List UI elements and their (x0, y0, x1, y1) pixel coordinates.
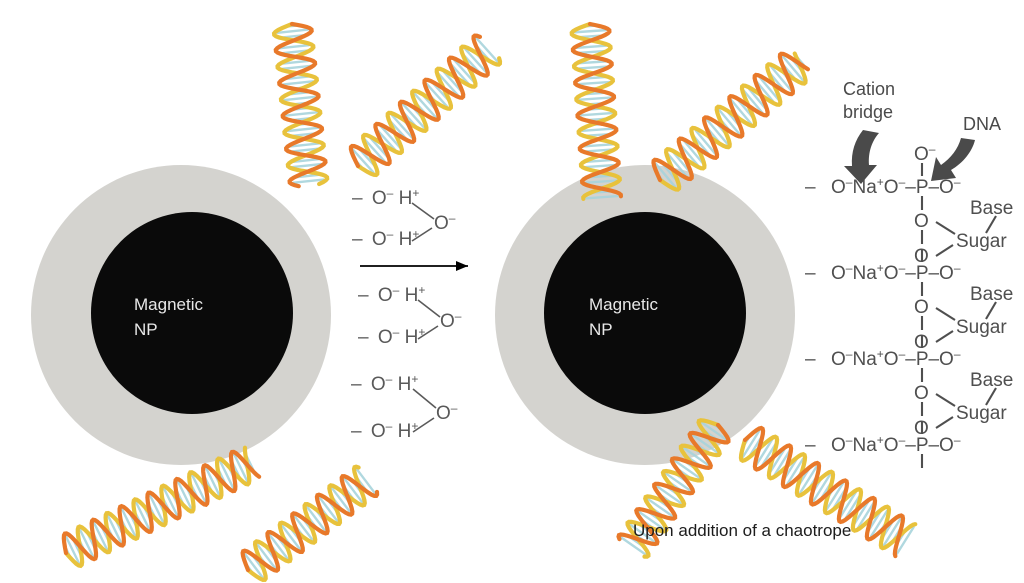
phosphate-row-3-dash: – (805, 349, 816, 370)
hydroxyl-pair-1-top: – O– H+ (352, 181, 419, 209)
np-left-label-line1: Magnetic (134, 295, 203, 314)
base-label-1: Base (970, 198, 1013, 219)
hydroxyl-pair-3-bottom: – O– H+ (351, 414, 418, 442)
dna-arrow-icon (931, 138, 975, 181)
dash-glyph: – (351, 374, 362, 395)
dna-strand-right-bottom-diagonal-2 (738, 425, 918, 559)
sugar-label-3: Sugar (956, 403, 1007, 424)
sugar-base-group-3: O O Sugar Base (914, 370, 1013, 439)
dna-label: DNA (963, 114, 1001, 134)
cation-bridge-label-line1: Cation (843, 79, 895, 99)
sugar-label-2: Sugar (956, 317, 1007, 338)
annotation-cation-bridge: Cation bridge (843, 79, 895, 184)
hydroxyl-pair-2-top: – O– H+ (358, 278, 425, 306)
phosphate-row-1-dash: – (805, 177, 816, 198)
np-right-label-line2: NP (589, 320, 613, 339)
base-label-3: Base (970, 370, 1013, 391)
dna-strand-right-top-diagonal (651, 51, 811, 192)
np-right-core (544, 212, 746, 414)
dash-glyph: – (358, 285, 369, 306)
phosphate-row-4-chain: O–Na+O––P–O– (831, 433, 961, 456)
nanoparticle-right: Magnetic NP (495, 165, 795, 465)
sugar-base-group-1: O O Sugar Base (914, 198, 1013, 267)
phosphate-row-4-dash: – (805, 435, 816, 456)
linker-2-oxygen-upper: O (914, 297, 929, 318)
dash-glyph: – (358, 327, 369, 348)
dash-glyph: – (352, 188, 363, 209)
phosphate-row-1: – O–Na+O––P–O– (805, 175, 961, 198)
phosphate-row-2-dash: – (805, 263, 816, 284)
base-label-2: Base (970, 284, 1013, 305)
linker-3-oxygen-lower: O (914, 418, 929, 439)
dna-strand-left-bottom-diagonal-1 (61, 445, 262, 569)
phosphate-row-3: – O–Na+O––P–O– (805, 347, 961, 370)
np-left-core (91, 212, 293, 414)
annotation-dna: DNA (931, 114, 1001, 181)
hydroxyl-pair-3-top: – O– H+ (351, 367, 418, 395)
dna-strand-right-top-vertical (569, 21, 624, 201)
phosphate-row-2: – O–Na+O––P–O– (805, 261, 961, 284)
dna-strand-right-bottom-diagonal-1 (616, 418, 731, 559)
hydroxyl-pair-3: – O– H+ – O– H+ O– (351, 367, 458, 442)
dash-glyph: – (351, 421, 362, 442)
hydroxyl-pair-1-bottom: – O– H+ (352, 222, 419, 250)
hydroxyl-pair-1: – O– H+ – O– H+ O– (352, 181, 456, 250)
phosphate-row-4: – O–Na+O––P–O– (805, 433, 961, 456)
hydroxyl-pair-2-bottom: – O– H+ (358, 320, 425, 348)
dna-strand-left-top-vertical (271, 21, 330, 189)
nanoparticle-left: Magnetic NP (31, 165, 331, 465)
dna-strand-left-top-diagonal (348, 33, 503, 178)
np-right-label-line1: Magnetic (589, 295, 658, 314)
cation-bridge-label-line2: bridge (843, 102, 893, 122)
dash-glyph: – (352, 229, 363, 250)
sugar-base-group-2: O O Sugar Base (914, 284, 1013, 353)
transition-arrow (360, 261, 468, 271)
phosphate-row-2-chain: O–Na+O––P–O– (831, 261, 961, 284)
np-left-label-line2: NP (134, 320, 158, 339)
phosphate-row-1-chain: O–Na+O––P–O– (831, 175, 961, 198)
linker-3-oxygen-upper: O (914, 383, 929, 404)
dna-strand-left-bottom-diagonal-2 (240, 464, 380, 582)
linker-1-oxygen-upper: O (914, 211, 929, 232)
cation-bridge-arrow-icon (844, 130, 879, 184)
chaotrope-caption: Upon addition of a chaotrope (633, 521, 851, 540)
linker-1-oxygen-lower: O (914, 246, 929, 267)
linker-2-oxygen-lower: O (914, 332, 929, 353)
sugar-label-1: Sugar (956, 231, 1007, 252)
phosphate-row-3-chain: O–Na+O––P–O– (831, 347, 961, 370)
